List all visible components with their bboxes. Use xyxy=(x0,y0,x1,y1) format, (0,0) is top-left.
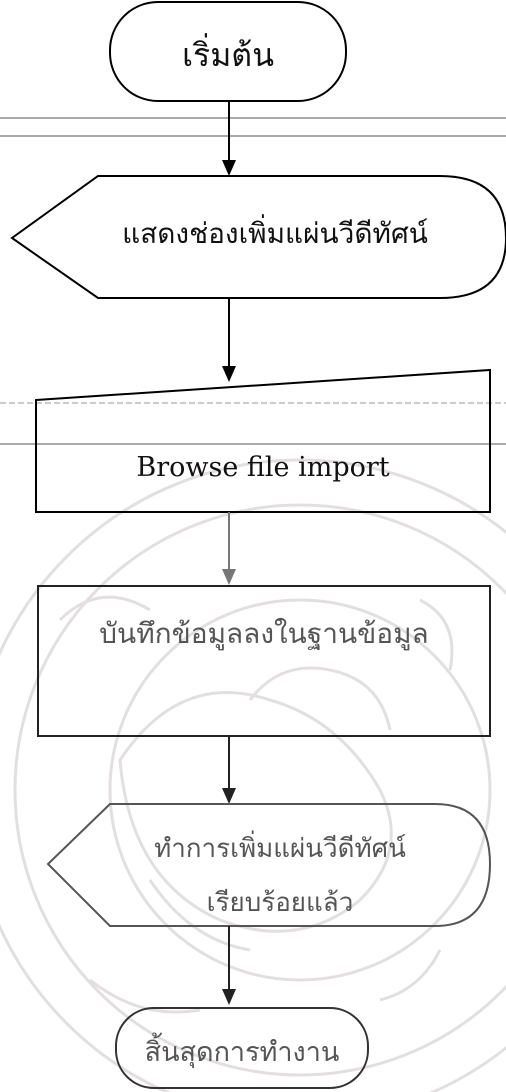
start-label: เริ่มต้น xyxy=(182,36,274,74)
arrowhead xyxy=(222,160,236,176)
input-label: Browse file import xyxy=(136,452,390,483)
end-terminator xyxy=(115,1007,369,1089)
manual-input-shape xyxy=(35,368,491,513)
arrowhead xyxy=(222,569,236,585)
arrowhead xyxy=(222,366,236,382)
display-label: แสดงช่องเพิ่มแผ่นวีดีทัศน์ xyxy=(122,217,428,250)
arrowhead xyxy=(222,788,236,804)
arrowhead xyxy=(222,989,236,1005)
process-label: บันทึกข้อมูลลงในฐานข้อมูล xyxy=(99,617,429,650)
result-label-line1: ทำการเพิ่มแผ่นวีดีทัศน์ xyxy=(154,834,406,864)
process-box xyxy=(37,585,491,737)
result-label-line2: เรียบร้อยแล้ว xyxy=(206,888,354,918)
end-label: สิ้นสุดการทำงาน xyxy=(144,1037,340,1068)
result-display-shape xyxy=(46,803,492,927)
